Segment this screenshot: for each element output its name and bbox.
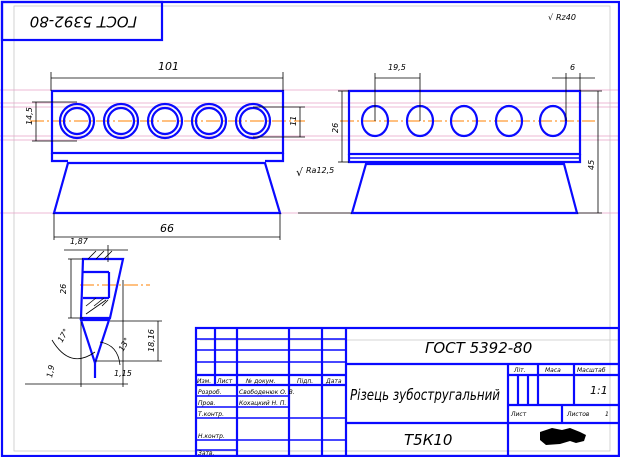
dim-angle-13: 13° [117,336,132,353]
tb-header-doc: № докум. [245,378,276,385]
dim-26: 26 [331,123,340,133]
tb-sheet-label: Лист [510,411,527,418]
tb-header-izm: Изм. [197,378,211,385]
tb-header-sign: Підп. [297,378,313,385]
tb-material: Т5К10 [404,431,452,449]
tb-person: Кохацкий Н. П. [239,400,286,407]
tb-sheets-value: 1 [605,411,609,418]
dim-11: 11 [289,116,298,126]
tb-scale-label: Масштаб [577,367,606,374]
tb-sheets-label: Листов [566,411,590,418]
dim-14-5: 14,5 [25,107,34,125]
roughness-local-mark: √ [296,166,304,179]
tb-role: Пров. [198,400,216,407]
dim-19-5: 19,5 [388,63,406,72]
roughness-general-value: Rz40 [556,13,576,22]
tb-header-list: Лист [216,378,233,385]
tb-mass-label: Маса [545,367,561,374]
dim-6: 6 [570,63,575,72]
dim-18-16: 18,16 [147,329,156,352]
roughness-local: Ra12,5 [306,166,334,175]
dim-1-9: 1,9 [45,364,56,378]
tb-standard: ГОСТ 5392-80 [425,339,532,357]
cutter-section [25,245,162,387]
dim-angle-17: 17° [56,327,71,344]
roughness-general: √ [548,13,554,22]
dim-101: 101 [158,60,179,73]
tb-header-date: Дата [325,378,342,385]
tb-role: Н.контр. [198,433,225,440]
tb-role: Затв. [198,450,215,457]
tb-scale-value: 1:1 [590,384,608,397]
tb-person: Свободенюк О. В. [239,389,295,396]
title-block-thin-lines [196,338,346,451]
dim-1-87: 1,87 [70,237,89,246]
front-view [30,72,305,240]
dim-1-15: 1,15 [114,369,132,378]
stamp-box [0,0,164,42]
tb-lit-label: Літ. [513,367,526,374]
dim-45: 45 [587,160,596,170]
dim-section-26: 26 [59,284,68,294]
side-view [298,73,602,215]
rotated-stamp-text: ГОСТ 5392-80 [30,13,137,31]
tb-role: Розроб. [198,389,222,396]
company-logo-blot [540,428,586,445]
tb-role: Т.контр. [198,411,224,418]
dim-99: 99 [160,221,174,234]
tb-name: Різець зубостругальний [350,386,500,404]
